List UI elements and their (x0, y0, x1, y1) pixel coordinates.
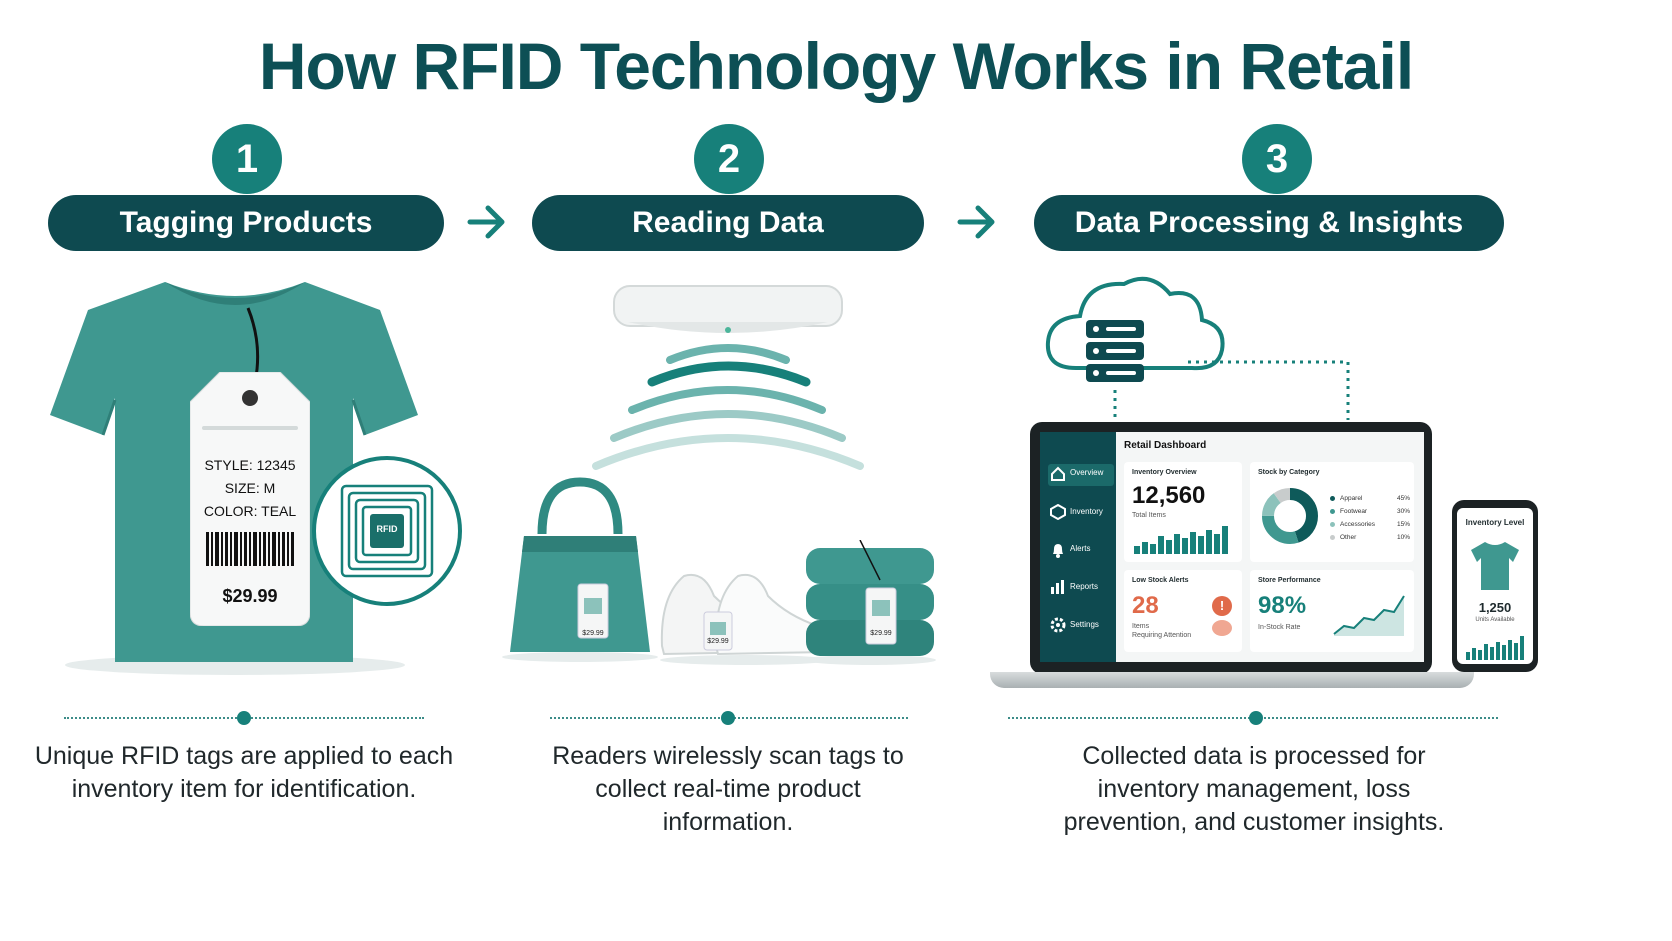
inventory-bar-chart (1134, 526, 1228, 554)
card-title: Inventory Overview (1132, 469, 1197, 476)
tag-color: COLOR: TEAL (203, 503, 297, 519)
folded-clothes-illustration (804, 540, 936, 665)
low-stock-label: Items Requiring Attention (1132, 623, 1192, 639)
phone-bar-chart (1466, 636, 1524, 660)
handbag-illustration (502, 477, 658, 662)
tag-size: SIZE: M (224, 480, 276, 496)
phone-title: Inventory Level (1465, 518, 1525, 527)
performance-label: In-Stock Rate (1258, 624, 1301, 631)
wireless-signal-icon (592, 344, 864, 470)
nav-item-settings[interactable]: Settings (1070, 620, 1099, 629)
step-1-number: 1 (212, 124, 282, 194)
sneakers-illustration (660, 574, 832, 665)
bell-icon (1050, 542, 1066, 562)
home-icon (1050, 466, 1066, 486)
tag-style: STYLE: 12345 (204, 457, 296, 473)
tag-price: $29.99 (222, 586, 278, 606)
phone-units-value: 1,250 (1478, 600, 1512, 615)
step-1-label: Tagging Products (48, 195, 444, 251)
step-3-number: 3 (1242, 124, 1312, 194)
bag-tag-price: $29.99 (582, 630, 604, 637)
step-3-label: Data Processing & Insights (1034, 195, 1504, 251)
divider-dot (1249, 711, 1263, 725)
rfid-antenna-icon (340, 484, 434, 578)
step-2-number: 2 (694, 124, 764, 194)
alert-icon (1212, 620, 1232, 636)
phone-screen: Inventory Level 1,250 Units Available (1457, 508, 1533, 664)
divider-dot (237, 711, 251, 725)
low-stock-alerts-card[interactable]: Low Stock Alerts 28 Items Requiring Atte… (1124, 570, 1242, 652)
nav-item-reports[interactable]: Reports (1070, 582, 1099, 591)
phone-units-label: Units Available (1475, 617, 1515, 623)
nav-item-inventory[interactable]: Inventory (1070, 507, 1103, 516)
dashboard: Overview Inventory Alerts Reports Settin… (1040, 432, 1424, 662)
store-performance-card[interactable]: Store Performance 98% In-Stock Rate (1250, 570, 1414, 652)
shoe-tag-price: $29.99 (707, 638, 729, 645)
step-3-description: Collected data is processed for inventor… (1063, 742, 1445, 836)
rfid-chip-label: RFID (376, 524, 398, 534)
inventory-overview-card[interactable]: Inventory Overview 12,560 Total Items (1124, 462, 1242, 562)
category-donut-chart (1262, 488, 1318, 544)
hang-tag: STYLE: 12345 SIZE: M COLOR: TEAL $29.99 (190, 372, 310, 626)
rfid-chip-magnifier: RFID (312, 456, 462, 606)
tshirt-icon (1471, 542, 1519, 590)
gear-icon (1050, 617, 1066, 637)
performance-value: 98% (1258, 592, 1307, 619)
card-title: Low Stock Alerts (1132, 577, 1189, 584)
step-1-description: Unique RFID tags are applied to each inv… (34, 742, 454, 803)
arrow-right-icon (956, 200, 998, 248)
dashboard-title: Retail Dashboard (1124, 440, 1207, 451)
barcode-icon (206, 532, 294, 566)
step-2-label: Reading Data (532, 195, 924, 251)
nav-item-overview[interactable]: Overview (1070, 468, 1104, 477)
cloud-server-icon (1045, 276, 1350, 420)
laptop-base (990, 672, 1474, 688)
card-title: Store Performance (1258, 577, 1321, 584)
step-2-description: Readers wirelessly scan tags to collect … (552, 742, 904, 836)
arrow-right-icon (466, 200, 508, 248)
inventory-total-value: 12,560 (1132, 482, 1206, 509)
box-icon (1050, 503, 1066, 524)
performance-area-chart (1333, 595, 1405, 636)
divider-dot (721, 711, 735, 725)
clothes-tag-price: $29.99 (870, 630, 892, 637)
card-title: Stock by Category (1258, 469, 1320, 476)
alert-icon: ! (1212, 596, 1232, 616)
page-title: How RFID Technology Works in Retail (258, 29, 1414, 103)
nav-item-alerts[interactable]: Alerts (1070, 544, 1091, 553)
low-stock-value: 28 (1132, 592, 1159, 619)
reports-chart-icon (1050, 579, 1066, 599)
rfid-reader-device (613, 285, 843, 333)
inventory-total-label: Total Items (1132, 512, 1166, 519)
